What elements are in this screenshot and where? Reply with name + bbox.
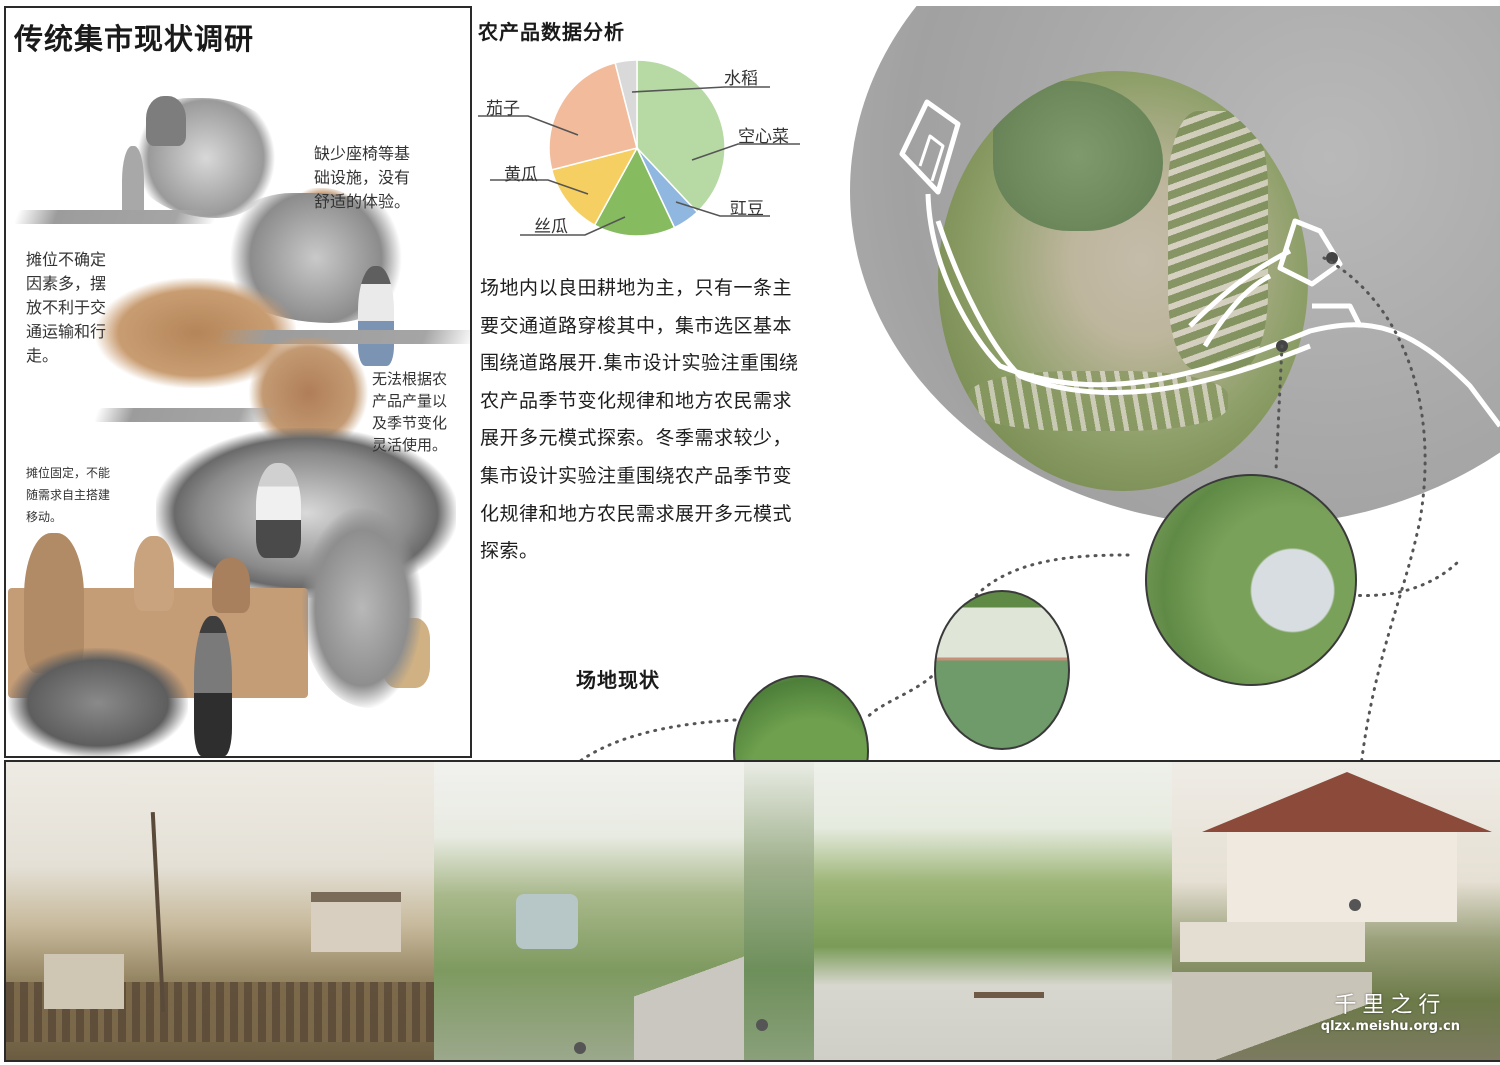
- aerial-thumb-greenhouse[interactable]: [1145, 474, 1357, 686]
- note-seasonal-flexibility: 无法根据农 产品产量以 及季节变化 灵活使用。: [372, 370, 448, 454]
- photo-house-roof: [1202, 772, 1492, 832]
- leader-line-water-spinach: [691, 143, 800, 161]
- photo-marker-3[interactable]: [1349, 899, 1361, 911]
- leader-line-cowpea: [675, 201, 770, 217]
- market-figure-seller-sepia-1: [134, 536, 174, 611]
- slice-cucumber: [550, 146, 639, 227]
- ground-shadow: [13, 210, 219, 224]
- pie-label-cucumber: 黄瓜: [504, 165, 538, 185]
- watermark-url: qlzx.meishu.org.cn: [1320, 1019, 1460, 1034]
- aerial-thumb-pond-field[interactable]: [934, 590, 1070, 750]
- site-status-label: 场地现状: [576, 668, 660, 692]
- slice-loofah: [593, 146, 676, 237]
- leader-line-loofah: [520, 216, 626, 236]
- photo-marker-2[interactable]: [756, 1019, 768, 1031]
- site-description: 场地内以良田耕地为主，只有一条主 要交通道路穿梭其中，集市选区基本 围绕道路展开…: [480, 277, 799, 563]
- market-survey-panel: 传统集市现状调研 缺少座椅等基 础设施，没有 舒适的体验。 摊位不确定 因素多，…: [4, 6, 472, 758]
- leader-line-rice: [631, 86, 770, 93]
- photo-tarp: [516, 894, 578, 949]
- map-road-overlay: [899, 99, 1500, 428]
- photo-farmhouse: [1172, 762, 1500, 1060]
- map-field-strips-bottom: [968, 371, 1228, 431]
- survey-title: 传统集市现状调研: [14, 22, 255, 56]
- ground-shadow: [93, 408, 279, 422]
- market-photo-bike-vendor: [8, 648, 188, 756]
- note-fixed-stalls: 摊位固定，不能 随需求自主搭建 移动。: [26, 466, 111, 524]
- market-figure-elder: [256, 463, 301, 558]
- market-figure-seller-sepia-2: [212, 558, 250, 613]
- note-infrastructure: 缺少座椅等基 础设施，没有 舒适的体验。: [314, 144, 411, 211]
- photo-road-curve: [1172, 972, 1372, 1060]
- note-stall-uncertainty: 摊位不确定 因素多，摆 放不利于交 通运输和行 走。: [26, 250, 107, 365]
- market-figure-vendor: [146, 96, 186, 146]
- photo-house-wall: [1227, 832, 1457, 922]
- watermark-brand: 千里之行: [1334, 993, 1447, 1018]
- photo-sepia-village: [6, 762, 436, 1060]
- map-pond: [993, 81, 1163, 231]
- pie-chart-title: 农产品数据分析: [478, 20, 625, 44]
- photo-apartment-building: [44, 954, 124, 1009]
- leader-line-eggplant: [478, 115, 579, 136]
- slice-rice: [614, 59, 638, 149]
- pie-label-loofah: 丝瓜: [534, 217, 568, 237]
- site-aerial-map: [850, 6, 1500, 526]
- market-figure-child: [122, 146, 144, 224]
- pie-label-eggplant: 茄子: [486, 99, 520, 119]
- photo-bamboo: [744, 762, 816, 1060]
- photo-villa-building: [311, 892, 401, 952]
- map-site-color: [938, 71, 1308, 491]
- crop-pie-chart: [478, 59, 800, 237]
- photo-marker-1[interactable]: [574, 1042, 586, 1054]
- photo-compound-wall: [1180, 922, 1365, 962]
- market-photo-greens-right: [302, 508, 422, 708]
- leader-line-cucumber: [490, 179, 589, 195]
- slice-eggplant: [548, 61, 638, 171]
- pie-label-cowpea: 豇豆: [730, 199, 764, 219]
- pie-label-rice: 水稻: [724, 69, 758, 89]
- site-photo-strip: 千里之行 qlzx.meishu.org.cn: [4, 760, 1500, 1062]
- watermark: 千里之行 qlzx.meishu.org.cn: [1321, 987, 1460, 1034]
- photo-roadside-tarp: [434, 762, 746, 1060]
- market-figure-woman-standing: [194, 616, 232, 756]
- pie-label-water-spinach: 空心菜: [738, 127, 789, 147]
- photo-bench: [974, 992, 1044, 998]
- photo-plaza-trees: [814, 762, 1174, 1060]
- slice-water-spinach: [636, 59, 726, 214]
- photo-road: [634, 937, 744, 1060]
